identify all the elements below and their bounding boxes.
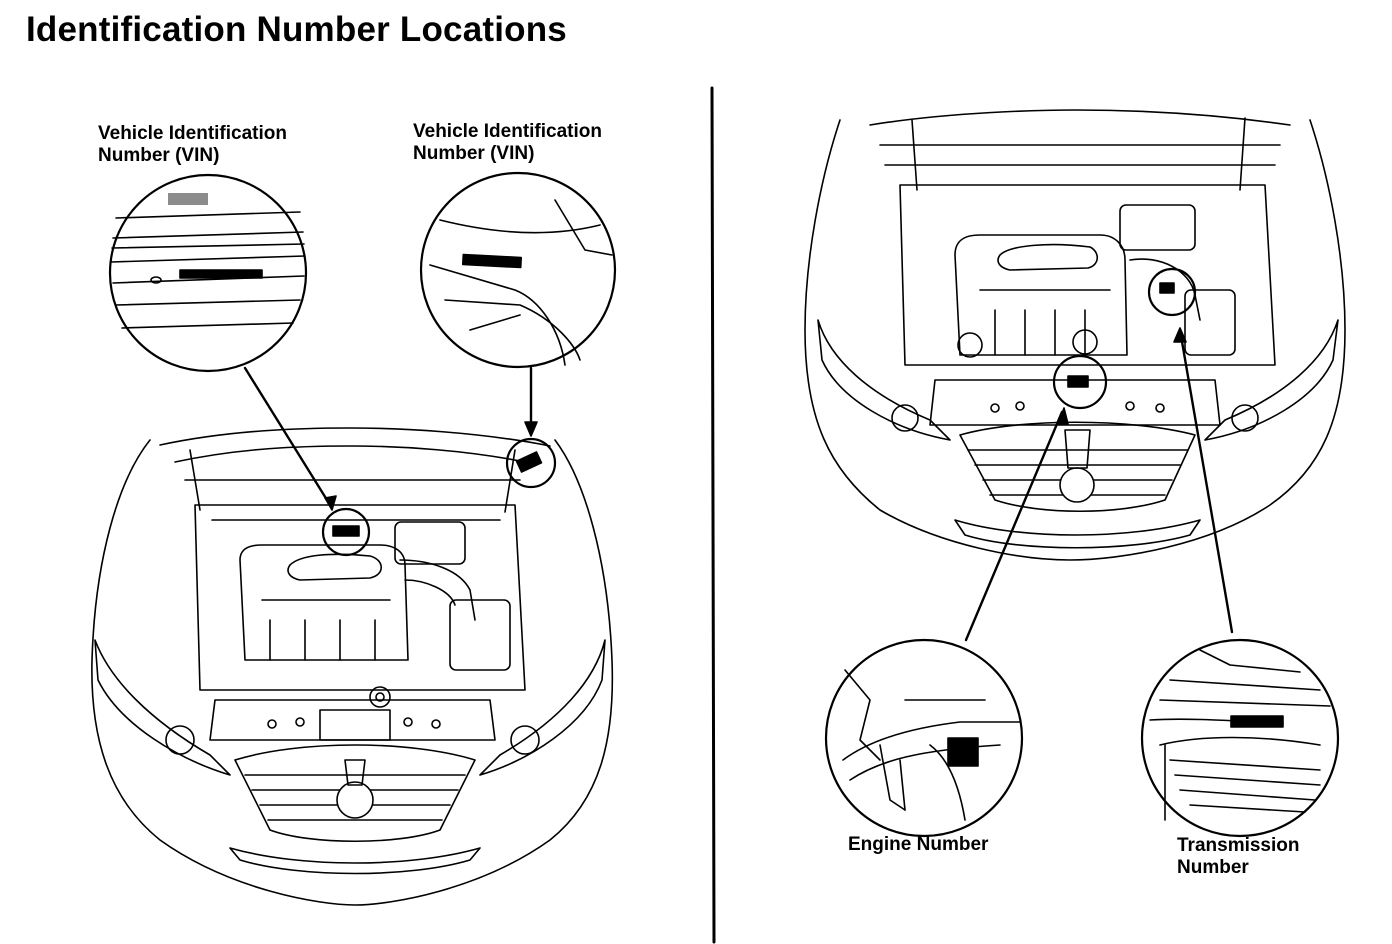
label-line: Number: [1177, 857, 1249, 878]
vin-windshield-detail: [108, 173, 337, 511]
car-illustration-right: [804, 109, 1346, 642]
label-engine-number: Engine Number: [848, 834, 988, 856]
transmission-number-detail: [1140, 638, 1340, 838]
label-transmission-number: Transmission Number: [1177, 835, 1300, 879]
label-line: Engine Number: [848, 834, 989, 855]
vin-strut-tower-detail: [419, 171, 617, 437]
label-line: Transmission: [1177, 835, 1300, 856]
label-line: Number (VIN): [98, 145, 220, 166]
engine-number-detail: [824, 638, 1024, 838]
label-vin-windshield: Vehicle Identification Number (VIN): [98, 123, 287, 167]
page-title: Identification Number Locations: [26, 10, 567, 49]
car-illustration-left: [91, 427, 614, 906]
label-line: Vehicle Identification: [413, 121, 602, 142]
label-vin-strut-tower: Vehicle Identification Number (VIN): [413, 121, 602, 165]
label-line: Number (VIN): [413, 143, 535, 164]
panel-divider: [710, 86, 716, 944]
label-line: Vehicle Identification: [98, 123, 287, 144]
